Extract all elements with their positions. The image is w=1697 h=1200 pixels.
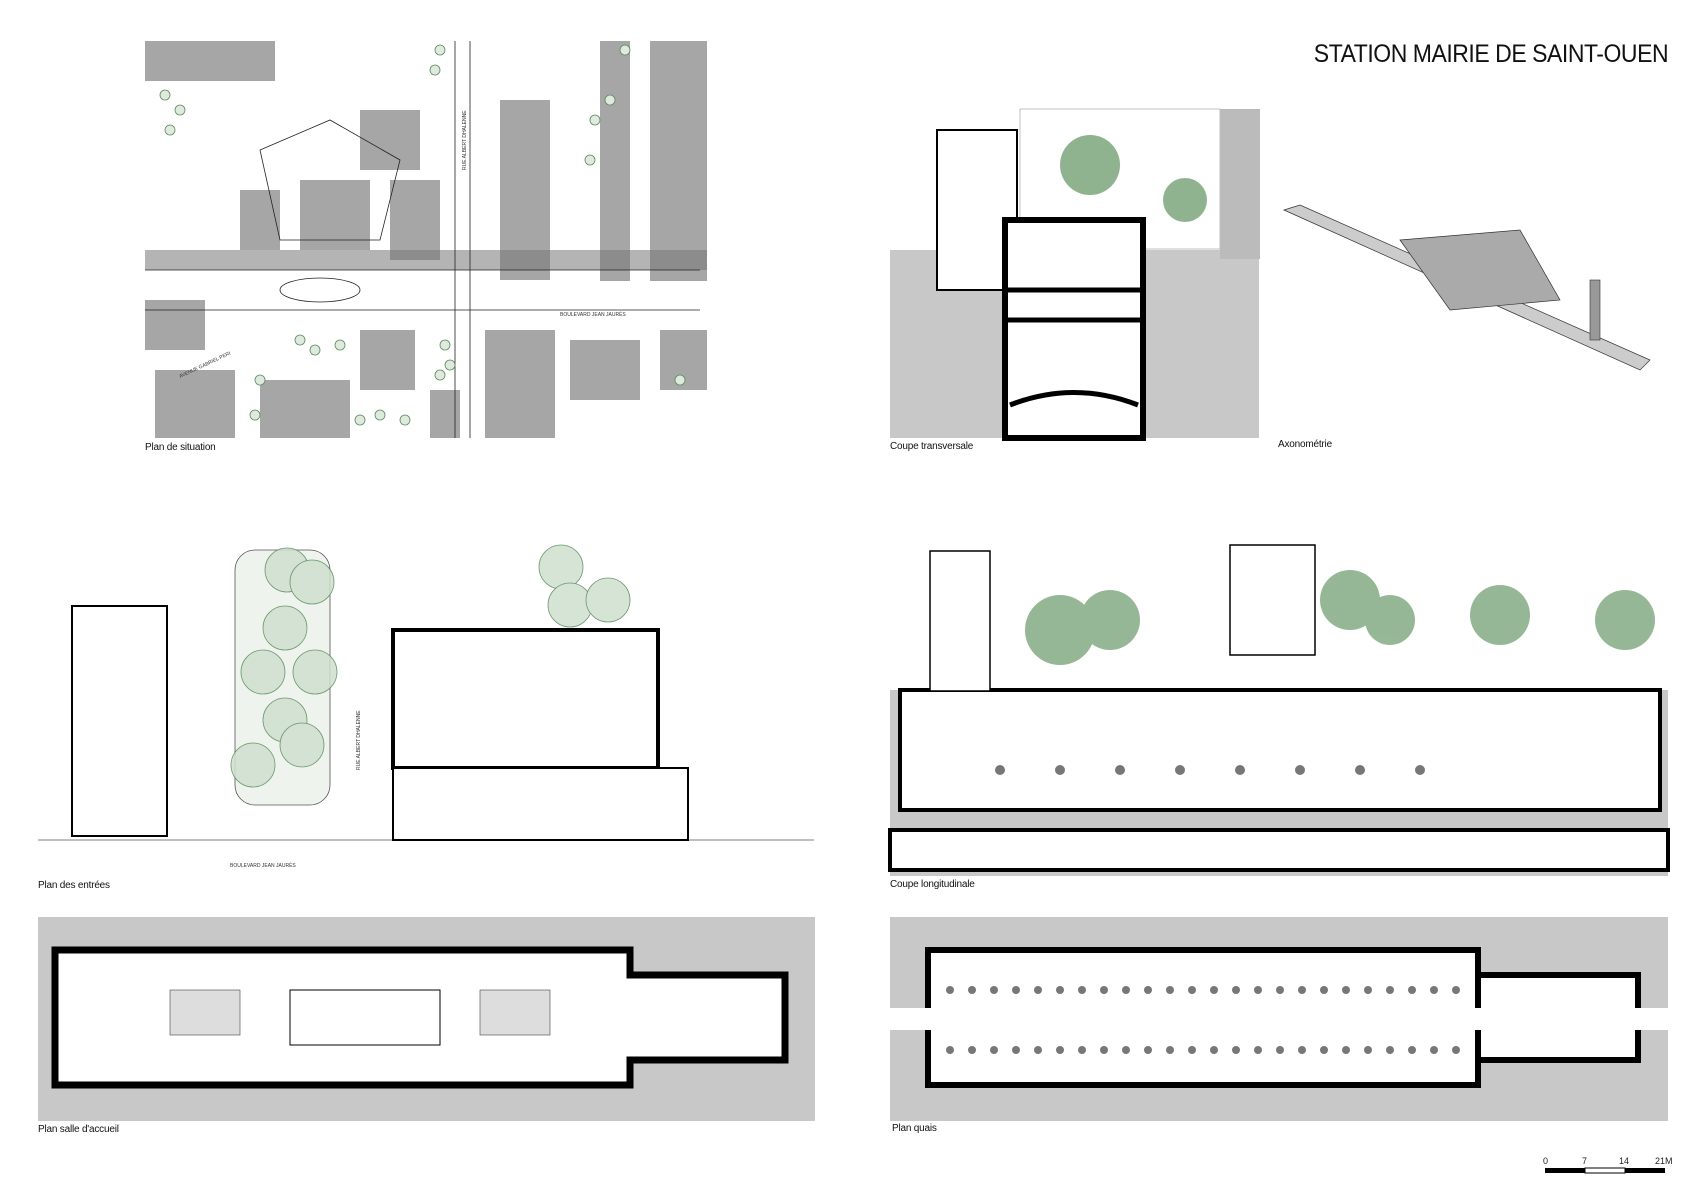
label-plan-quais: Plan quais [892,1123,937,1134]
pillar [1430,986,1438,994]
pillar [1364,986,1372,994]
street-label-rue-entrances: RUE ALBERT DHALENNE [356,710,362,770]
pillar [1364,1046,1372,1054]
pillar [1012,986,1020,994]
pillar [946,1046,954,1054]
pillar [1078,1046,1086,1054]
street-label-rue: RUE ALBERT DHALENNE [462,110,468,170]
label-coupe-transversale: Coupe transversale [890,441,974,452]
pillar [990,986,998,994]
street-label-boulevard-entrances: BOULEVARD JEAN JAURÈS [230,862,296,869]
scale-tick-21: 21M [1655,1156,1673,1166]
label-coupe-longitudinale: Coupe longitudinale [890,879,975,890]
pillar [1320,986,1328,994]
pillar [1430,1046,1438,1054]
pillar [1298,986,1306,994]
pillar [1342,1046,1350,1054]
pillar [1100,986,1108,994]
scale-bar [1545,1167,1665,1174]
pillar [1210,1046,1218,1054]
pillar [1034,1046,1042,1054]
pillar [1254,1046,1262,1054]
pillar [1320,1046,1328,1054]
pillar [1056,1046,1064,1054]
pillar [1254,986,1262,994]
pillar [990,1046,998,1054]
pillar [1012,1046,1020,1054]
pillar [1144,986,1152,994]
pillar [1188,1046,1196,1054]
pillar [1034,986,1042,994]
sheet-title: STATION MAIRIE DE SAINT-OUEN [1313,40,1669,68]
pillar [968,1046,976,1054]
label-plan-salle: Plan salle d'accueil [38,1124,119,1135]
longitudinal-section [888,544,1670,876]
platform-plan [890,917,1668,1121]
scale-tick-14: 14 [1619,1156,1630,1166]
pillar [1144,1046,1152,1054]
pillar [946,986,954,994]
pillar [1408,1046,1416,1054]
cross-section [890,108,1260,441]
street-label-boulevard: BOULEVARD JEAN JAURÈS [560,311,626,318]
scale-tick-0: 0 [1543,1156,1549,1166]
hall-plan [38,917,815,1121]
scale-tick-7: 7 [1582,1156,1588,1166]
pillar [1298,1046,1306,1054]
pillar [1232,986,1240,994]
pillar [1166,986,1174,994]
pillar [1276,986,1284,994]
pillar [1122,1046,1130,1054]
pillar [1386,986,1394,994]
axonometric [1283,204,1651,371]
label-plan-situation: Plan de situation [145,442,216,453]
label-axonometrie: Axonométrie [1278,439,1332,450]
pillar [968,986,976,994]
pillar [1408,986,1416,994]
site-plan: BOULEVARD JEAN JAURÈS AVENUE GABRIEL PER… [145,41,707,438]
pillar [1342,986,1350,994]
pillar [1166,1046,1174,1054]
label-plan-entrees: Plan des entrées [38,880,110,891]
pillar [1386,1046,1394,1054]
pillar [1276,1046,1284,1054]
pillar [1078,986,1086,994]
pillar [1452,1046,1460,1054]
pillar [1232,1046,1240,1054]
pillar [1452,986,1460,994]
entrances-plan: RUE ALBERT DHALENNE BOULEVARD JEAN JAURÈ… [38,544,814,869]
pillar [1056,986,1064,994]
pillar [1100,1046,1108,1054]
pillar [1188,986,1196,994]
pillar [1210,986,1218,994]
pillar [1122,986,1130,994]
